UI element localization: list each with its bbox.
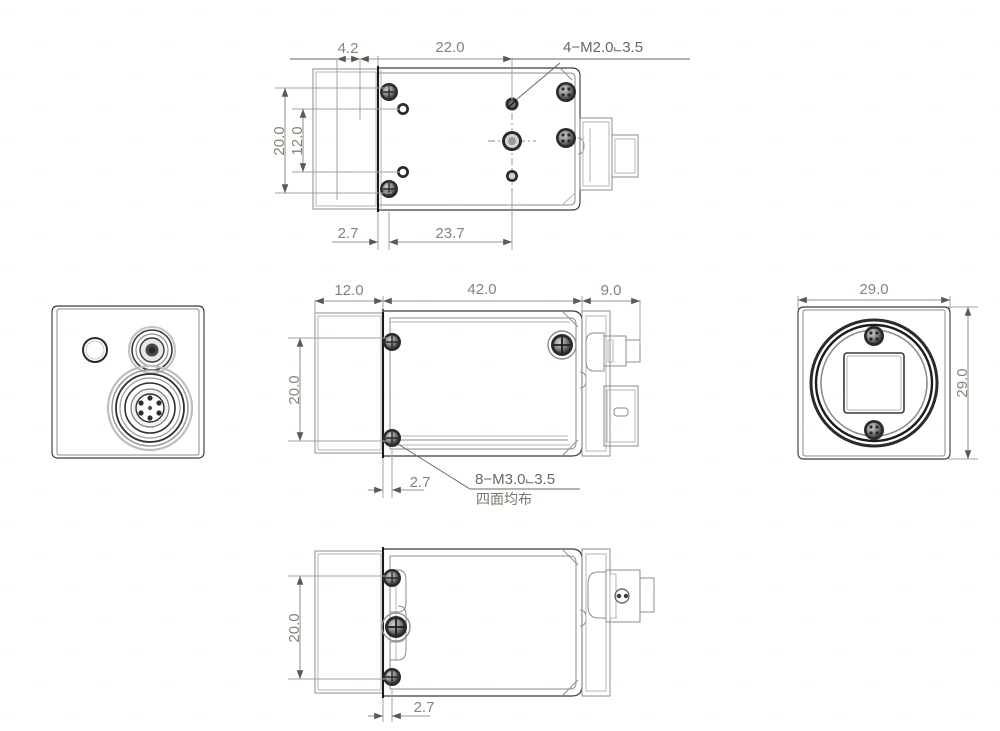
led-indicator-icon (82, 337, 108, 363)
dim-label-20-0-top: 20.0 (271, 126, 288, 155)
screw-icon (381, 612, 411, 642)
dim-label-42-0-side: 42.0 (467, 281, 496, 298)
top-view-lens-block (312, 68, 379, 210)
dim-label-20-0-bottom: 20.0 (286, 613, 303, 642)
dim-label-9-0-side: 9.0 (601, 282, 622, 299)
bottom-view-screw-group (381, 569, 411, 686)
screw-icon (864, 420, 884, 440)
top-view: 4.2 22.0 4−M2.0⨽3.5 20.0 12.0 (271, 39, 690, 250)
top-view-body (376, 66, 585, 212)
side-view-body (381, 309, 587, 458)
side-view-lens-block (314, 312, 384, 454)
rear-view-lens-mount: 29.0 29.0 (797, 281, 978, 460)
side-view-dimensions: 12.0 42.0 9.0 20.0 2.7 8−M3.0⨽3.5 四面均布 (286, 281, 641, 508)
screw-icon (556, 128, 576, 148)
io-connector-icon (106, 364, 194, 452)
dim-label-2-7-side: 2.7 (410, 474, 431, 491)
tapped-hole-icon (505, 97, 519, 111)
screw-icon (547, 330, 577, 360)
hole-icon (506, 170, 518, 182)
dim-label-12-0-side: 12.0 (334, 282, 363, 299)
top-view-center-features (488, 97, 536, 192)
hole-icon (397, 166, 409, 178)
bottom-view-mount-block (581, 548, 655, 697)
dim-label-20-0-side: 20.0 (286, 375, 303, 404)
bottom-view: 20.0 2.7 (286, 547, 655, 722)
top-view-mount-stub (579, 117, 639, 191)
bottom-view-body (381, 547, 587, 698)
screw-icon (383, 333, 401, 351)
rear-view-dimensions: 29.0 29.0 (797, 281, 978, 460)
top-view-screw-group-right (556, 82, 576, 148)
front-view-connectors (51, 305, 205, 459)
pin-detail-icon (614, 588, 630, 604)
screw-icon (556, 82, 576, 102)
dim-label-2-7-bottom: 2.7 (414, 699, 435, 716)
power-connector-icon (128, 326, 176, 374)
dim-label-2-7-top: 2.7 (338, 225, 359, 242)
bottom-view-dimensions: 20.0 2.7 (286, 575, 435, 722)
bottom-view-lens-block (314, 550, 384, 694)
top-view-small-holes (397, 103, 409, 178)
screw-icon (380, 180, 398, 198)
callout-4-m2-0: 4−M2.0⨽3.5 (563, 39, 643, 56)
screw-icon (864, 326, 884, 346)
side-view-screw-group (383, 330, 577, 447)
side-view-mount-block (581, 310, 641, 457)
side-view: 12.0 42.0 9.0 20.0 2.7 8−M3.0⨽3.5 四面均布 (286, 281, 641, 508)
dim-label-29-0-height: 29.0 (954, 368, 971, 397)
dim-label-4-2: 4.2 (338, 40, 359, 57)
callout-note-cn: 四面均布 (476, 492, 532, 508)
top-view-screw-group-left (380, 83, 398, 198)
dim-label-23-7-top: 23.7 (435, 225, 464, 242)
dim-label-12-0-top: 12.0 (289, 126, 306, 155)
screw-icon (380, 83, 398, 101)
screw-icon (383, 569, 401, 587)
hole-icon (397, 103, 409, 115)
top-view-dimensions: 4.2 22.0 4−M2.0⨽3.5 20.0 12.0 (271, 39, 690, 250)
dim-label-22-0: 22.0 (435, 39, 464, 56)
center-hole-icon (502, 131, 522, 151)
callout-8-m3-0: 8−M3.0⨽3.5 (475, 471, 555, 488)
screw-icon (383, 668, 401, 686)
dim-label-29-0-width: 29.0 (859, 281, 888, 298)
